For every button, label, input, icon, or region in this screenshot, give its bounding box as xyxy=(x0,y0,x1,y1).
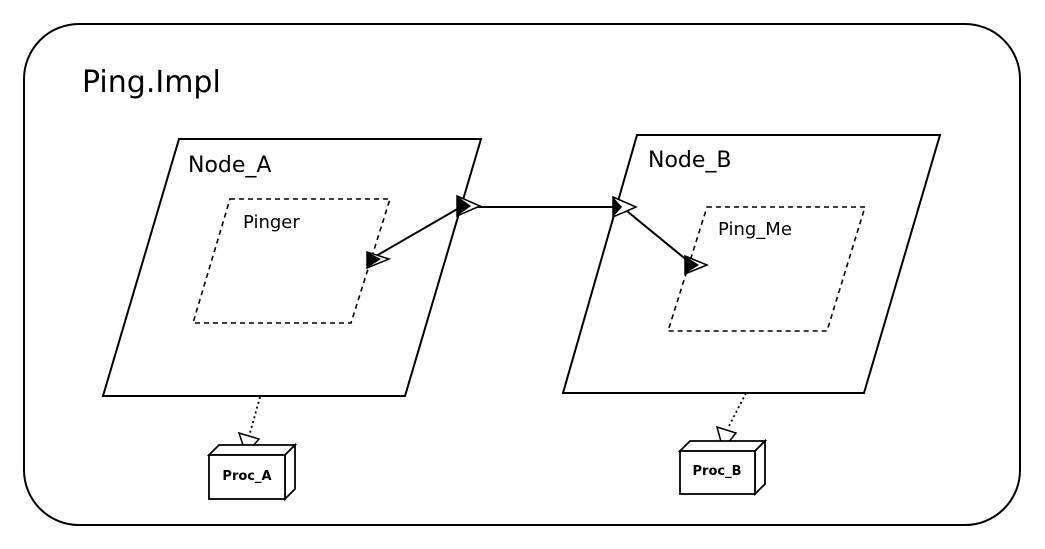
pinger-shape[interactable] xyxy=(191,198,392,324)
proc-b-label: Proc_B xyxy=(693,464,742,479)
proc-b-box[interactable]: Proc_B xyxy=(677,438,768,497)
node-b-shape[interactable] xyxy=(561,134,942,394)
connector-pinger-to-node-a xyxy=(375,203,467,257)
pinger-port-icon xyxy=(366,250,392,270)
node-a-shape[interactable] xyxy=(101,138,483,397)
proc-a-box[interactable]: Proc_A xyxy=(206,442,298,502)
diagram-title: Ping.Impl xyxy=(82,65,221,100)
system-boundary xyxy=(23,23,1021,526)
connector-node-b-to-ping-me xyxy=(621,206,695,267)
allocation-node-b-to-proc-b xyxy=(727,392,747,429)
node-b-label: Node_B xyxy=(648,148,732,173)
proc-a-label: Proc_A xyxy=(222,469,271,484)
node-a-label: Node_A xyxy=(188,153,271,178)
ping-me-label: Ping_Me xyxy=(718,219,792,240)
pinger-label: Pinger xyxy=(243,212,300,233)
ping-me-port-icon xyxy=(684,254,709,276)
node-b-port-icon xyxy=(612,195,638,219)
node-a-port-icon xyxy=(456,194,482,218)
ping-me-shape[interactable] xyxy=(666,206,867,332)
allocation-node-a-to-proc-a xyxy=(247,396,261,441)
